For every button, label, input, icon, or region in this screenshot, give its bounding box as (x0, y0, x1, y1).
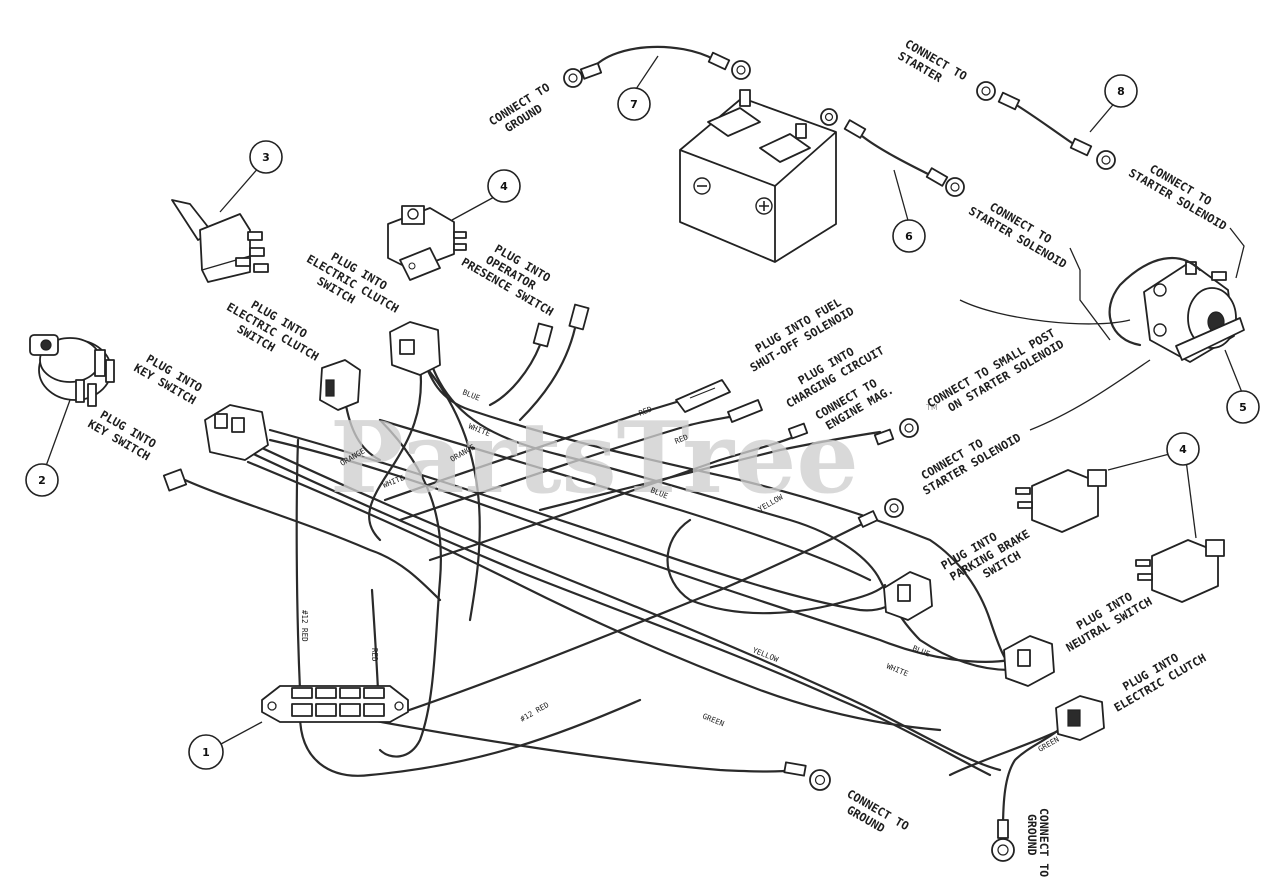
callout-6-number: 6 (905, 230, 913, 243)
ground-cable (563, 45, 751, 88)
callout-8: 8 (1104, 74, 1138, 108)
label-plug-opp-switch: PLUG INTO OPERATOR PRESENCE SWITCH (459, 241, 556, 318)
trademark-mark: TM (925, 403, 938, 412)
label-connect-starter-solenoid-a: CONNECT TO STARTER SOLENOID (1126, 161, 1229, 233)
watermark: PartsTree (330, 401, 859, 516)
charging-circuit-plug (727, 399, 763, 423)
label-plug-key-switch-a: PLUG INTO KEY SWITCH (132, 351, 205, 407)
harness-wires (183, 348, 1072, 832)
fuel-solenoid-plug (675, 379, 731, 413)
label-plug-electric-clutch: PLUG INTO ELECTRIC CLUTCH (1112, 650, 1209, 714)
operator-presence-switch (387, 205, 467, 281)
label-connect-ground-mid: CONNECT TO GROUND (844, 786, 911, 835)
battery-to-solenoid-cable (820, 108, 965, 197)
callout-4-right: 4 (1166, 432, 1200, 466)
callout-5-number: 5 (1239, 401, 1247, 414)
key-switch (29, 334, 115, 407)
engine-mag-terminal (787, 422, 809, 440)
electric-clutch-connector (1055, 695, 1105, 741)
ground-ring-bottom (991, 819, 1015, 862)
label-plug-neutral: PLUG INTO NEUTRAL SWITCH (1064, 589, 1155, 654)
callout-4-top: 4 (487, 169, 521, 203)
battery (679, 89, 837, 263)
key-switch-plug (162, 468, 188, 492)
label-connect-small-post: CONNECT TO SMALL POST ON STARTER SOLENOI… (925, 326, 1067, 415)
label-connect-starter-solenoid-b: CONNECT TO STARTER SOLENOID (966, 199, 1069, 271)
wire-label-green-a: GREEN (701, 712, 725, 729)
leader-lines (45, 55, 1245, 745)
label-connect-ground-bottom: CONNECT TO GROUND (1025, 808, 1051, 877)
callout-1-number: 1 (202, 746, 210, 759)
ground-ring-mid-right (857, 498, 904, 528)
label-plug-key-switch-b: PLUG INTO KEY SWITCH (86, 407, 159, 463)
neutral-switch (1135, 539, 1225, 603)
callout-4-top-number: 4 (500, 180, 508, 193)
opp-switch-pins (488, 303, 590, 422)
label-plug-parking-brake: PLUG INTO PARKING BRAKE SWITCH (939, 527, 1033, 584)
callout-1: 1 (188, 734, 224, 770)
callout-6: 6 (892, 219, 926, 253)
neutral-switch-connector (1003, 635, 1055, 687)
key-switch-harness-connector (204, 404, 269, 461)
callout-8-number: 8 (1117, 85, 1125, 98)
electric-clutch-toggle-switch (171, 199, 269, 283)
callout-2: 2 (25, 463, 59, 497)
callout-3-number: 3 (262, 151, 270, 164)
parking-brake-connector (883, 571, 933, 621)
wire-label-12-red-b: #12 RED (519, 700, 551, 724)
callout-7-number: 7 (630, 98, 638, 111)
label-plug-clutch-switch-b: PLUG INTO ELECTRIC CLUTCH SWITCH (224, 297, 321, 363)
callout-5: 5 (1226, 390, 1260, 424)
ground-ring-lower (783, 761, 831, 791)
terminal-block (261, 685, 409, 723)
svg-text:GROUND: GROUND (1025, 814, 1039, 856)
clutch-switch-harness-connector (319, 359, 361, 411)
svg-text:CONNECT TO: CONNECT TO (1037, 808, 1051, 877)
label-connect-ground-top: CONNECT TO GROUND (486, 80, 552, 135)
callout-2-number: 2 (38, 474, 46, 487)
parking-brake-switch (1015, 469, 1107, 533)
callout-4-right-number: 4 (1179, 443, 1187, 456)
solenoid-to-starter-cable (976, 81, 1116, 170)
label-connect-starter-solenoid-c: CONNECT TO STARTER SOLENOID (919, 430, 1024, 498)
starter-solenoid-ring-a (873, 418, 919, 446)
wire-label-red-c: RED (370, 648, 379, 662)
callout-7: 7 (617, 87, 651, 121)
wire-label-12-red-a: #12 RED (300, 610, 309, 642)
starter-solenoid (1108, 256, 1245, 363)
opp-switch-harness-connector (389, 321, 441, 376)
svg-text:CONNECT TO SMALL POST: CONNECT TO SMALL POST (925, 326, 1058, 411)
wire-label-white-c: WHITE (885, 662, 910, 679)
callout-3: 3 (249, 140, 283, 174)
label-connect-starter: CONNECT TO STARTER (896, 36, 970, 85)
